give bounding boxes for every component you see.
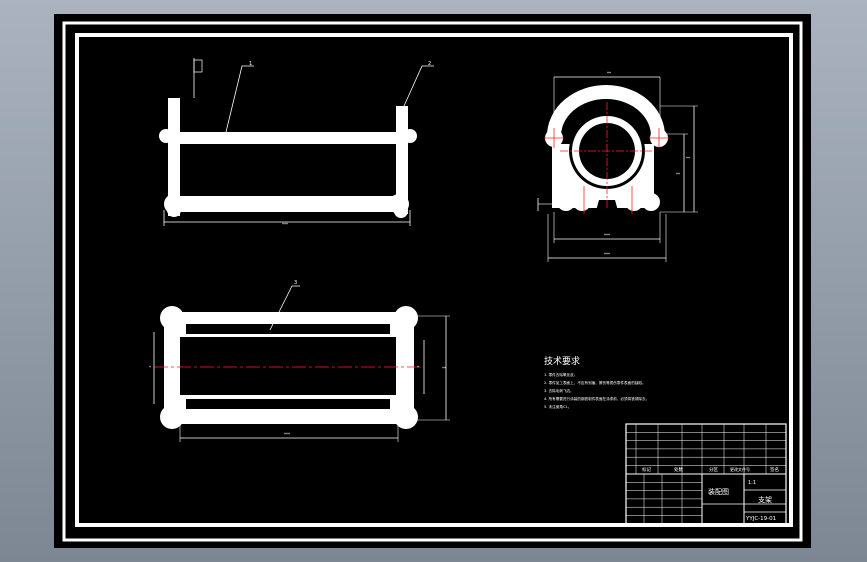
svg-text:**: ** xyxy=(442,366,446,371)
svg-text:***: *** xyxy=(284,432,290,437)
assembly-label: 装配图 xyxy=(708,487,729,496)
tech-req-line-5: 5. 未注倒角C1。 xyxy=(544,404,571,409)
cad-drawing: *** 1 2 xyxy=(62,21,803,542)
svg-text:***: *** xyxy=(604,233,610,238)
svg-text:***: *** xyxy=(604,252,610,257)
tech-req-line-3: 3. 去除毛刺飞边。 xyxy=(544,388,574,393)
tech-req-line-4: 4. 所有需要进行涂装的钢铁制件表面在涂漆前，必须将铁锈除去。 xyxy=(544,396,649,401)
top-view: *** * * ** xyxy=(149,285,450,442)
scale-value: 1:1 xyxy=(748,480,756,486)
header-zone: 分区 xyxy=(709,466,718,473)
svg-text:*: * xyxy=(417,365,419,370)
tech-req-title: 技术要求 xyxy=(544,355,580,367)
cad-drawing-viewport[interactable]: *** 1 2 xyxy=(54,14,811,548)
svg-text:**: ** xyxy=(676,172,680,177)
tech-req-line-2: 2. 零件加工表面上，不应有划痕、擦伤等损伤零件表面的缺陷。 xyxy=(544,380,646,385)
svg-text:**: ** xyxy=(686,156,690,161)
title-block: 装配图 支架 YYJC-19-01 1:1 标记 处数 分区 更改文件号 签名 xyxy=(625,423,787,525)
header-change-doc: 更改文件号 xyxy=(730,466,750,472)
header-count: 处数 xyxy=(674,466,683,473)
svg-text:***: *** xyxy=(282,222,288,227)
inner-frame xyxy=(75,33,793,527)
header-mark: 标记 xyxy=(642,466,651,473)
tech-req-line-1: 1. 零件去除氧化皮。 xyxy=(544,372,577,377)
drawing-name: 支架 xyxy=(758,495,772,504)
header-sign: 签名 xyxy=(770,466,779,473)
svg-text:**: ** xyxy=(607,71,611,76)
front-view: *** xyxy=(159,58,434,227)
drawing-code: YYJC-19-01 xyxy=(745,516,776,522)
balloon-1: 1 xyxy=(249,61,252,67)
svg-text:*: * xyxy=(149,365,151,370)
balloon-2: 2 xyxy=(428,61,431,67)
technical-requirements: 技术要求 1. 零件去除氧化皮。 2. 零件加工表面上，不应有划痕、擦伤等损伤零… xyxy=(544,355,649,409)
side-view: ** *** *** ** ** xyxy=(537,71,698,262)
outer-frame xyxy=(62,21,803,542)
balloon-3: 3 xyxy=(294,280,297,286)
